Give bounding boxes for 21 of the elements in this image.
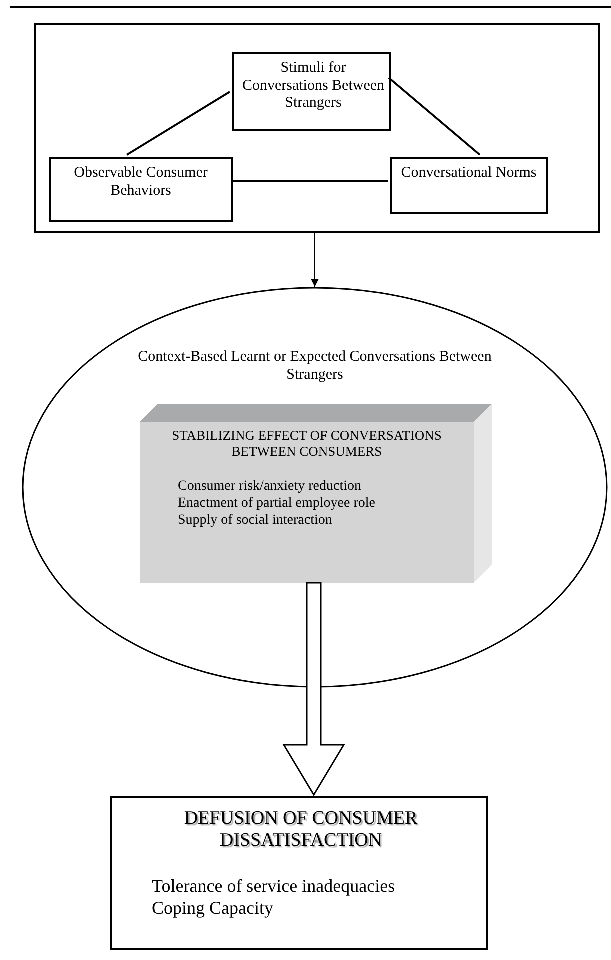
node-label: Context-Based Learnt or Expected Conversations Between Strangers [137,349,493,384]
heading: STABILIZING EFFECT OF CONVERSATIONS BETWEEN CONSUMERS [171,428,443,460]
concept-box [49,157,233,222]
connector-line [388,77,481,156]
arrow [311,232,319,288]
list-item: Tolerance of service inadequacies [152,876,396,898]
connector-line [231,180,388,182]
node-label: Conversational Norms [400,165,538,183]
concept-box [232,52,391,131]
node-label: Observable Consumer Behaviors [73,165,209,200]
node-label: Stimuli for Conversations Between Strangers [241,60,386,114]
list-item: Coping Capacity [152,898,274,920]
group-box [34,23,600,233]
concept-box [390,157,548,214]
list-item: Enactment of partial employee role [178,496,376,513]
list-item: Consumer risk/anxiety reduction [178,479,363,496]
connector-line [126,91,231,156]
outcome-box [110,796,488,950]
list-item: Supply of social interaction [178,513,334,530]
block-arrow [282,582,346,796]
heading: DEFUSION OF CONSUMER DISSATISFACTION [183,808,419,853]
